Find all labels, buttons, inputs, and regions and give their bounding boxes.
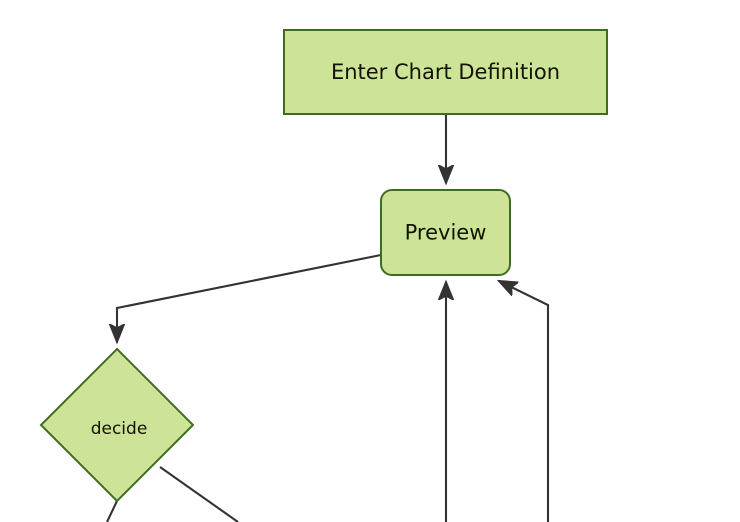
edge-decide-left-down bbox=[106, 500, 118, 522]
node-decide[interactable]: decide bbox=[39, 347, 195, 503]
edge-decide-right-down bbox=[159, 466, 239, 522]
edge-preview-to-decide bbox=[117, 253, 382, 342]
enter-chart-definition-shape[interactable] bbox=[283, 29, 608, 115]
preview-label: Preview bbox=[405, 221, 487, 245]
decide-shape[interactable] bbox=[39, 347, 195, 503]
enter-chart-definition-label: Enter Chart Definition bbox=[331, 60, 560, 84]
edges-layer bbox=[106, 114, 550, 522]
node-preview[interactable]: Preview bbox=[380, 189, 511, 276]
decide-label: decide bbox=[91, 419, 148, 439]
edge-bottom-right-to-preview bbox=[499, 281, 550, 522]
nodes-layer: Enter Chart Definition Preview decide bbox=[39, 29, 608, 503]
node-enter-chart-definition[interactable]: Enter Chart Definition bbox=[283, 29, 608, 115]
preview-shape[interactable] bbox=[380, 189, 511, 276]
